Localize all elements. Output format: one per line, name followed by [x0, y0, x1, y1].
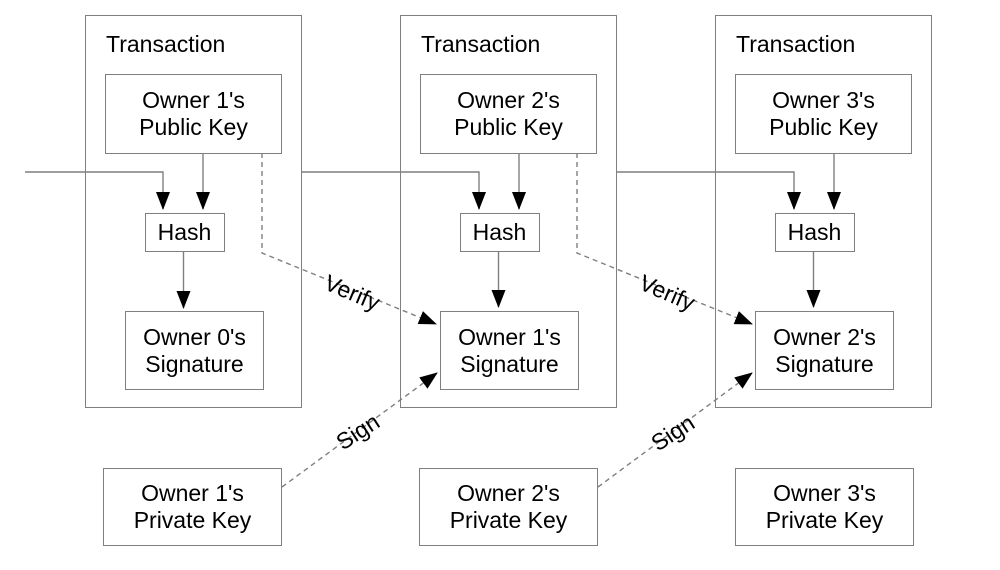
hash-box-2: Hash [459, 213, 540, 252]
hash-box-1: Hash [144, 213, 225, 252]
hash-label: Hash [787, 219, 842, 245]
sign-label-2: Sign [646, 409, 700, 457]
signature-box-3: Owner 2's Signature [755, 311, 894, 390]
transaction-title: Transaction [736, 31, 856, 57]
signature-label-line1: Owner 0's [143, 323, 246, 350]
signature-label-line2: Signature [145, 350, 244, 377]
sign-label-1: Sign [331, 408, 385, 456]
private-key-label-line2: Private Key [133, 507, 252, 533]
public-key-box-1: Owner 1's Public Key [105, 74, 282, 154]
public-key-box-3: Owner 3's Public Key [735, 74, 912, 154]
signature-label-line1: Owner 2's [773, 323, 876, 350]
public-key-label-line1: Owner 2's [457, 87, 560, 113]
transaction-box-3: Transaction Owner 3's Public Key Hash Ow… [715, 15, 932, 408]
public-key-label-line2: Public Key [139, 114, 248, 140]
hash-label: Hash [157, 219, 212, 245]
hash-label: Hash [472, 219, 527, 245]
transaction-box-1: Transaction Owner 1's Public Key Hash Ow… [85, 15, 302, 408]
signature-box-2: Owner 1's Signature [440, 311, 579, 390]
private-key-label-line1: Owner 2's [457, 480, 560, 506]
public-key-box-2: Owner 2's Public Key [420, 74, 597, 154]
private-key-label-line1: Owner 1's [141, 480, 244, 506]
public-key-label-line1: Owner 3's [772, 87, 875, 113]
private-key-label-line1: Owner 3's [773, 480, 876, 506]
public-key-label-line2: Public Key [769, 114, 878, 140]
signature-label-line1: Owner 1's [458, 323, 561, 350]
transaction-title: Transaction [421, 31, 541, 57]
public-key-label-line1: Owner 1's [142, 87, 245, 113]
private-key-box-1: Owner 1's Private Key [103, 468, 282, 546]
public-key-label-line2: Public Key [454, 114, 563, 140]
hash-box-3: Hash [774, 213, 855, 252]
private-key-box-2: Owner 2's Private Key [419, 468, 598, 546]
verify-label-1: Verify [320, 269, 384, 316]
verify-label-2: Verify [635, 269, 699, 316]
private-key-label-line2: Private Key [765, 507, 884, 533]
signature-box-1: Owner 0's Signature [125, 311, 264, 390]
private-key-box-3: Owner 3's Private Key [735, 468, 914, 546]
private-key-label-line2: Private Key [449, 507, 568, 533]
signature-label-line2: Signature [460, 350, 559, 377]
transaction-title: Transaction [106, 31, 226, 57]
transaction-box-2: Transaction Owner 2's Public Key Hash Ow… [400, 15, 617, 408]
signature-label-line2: Signature [775, 350, 874, 377]
